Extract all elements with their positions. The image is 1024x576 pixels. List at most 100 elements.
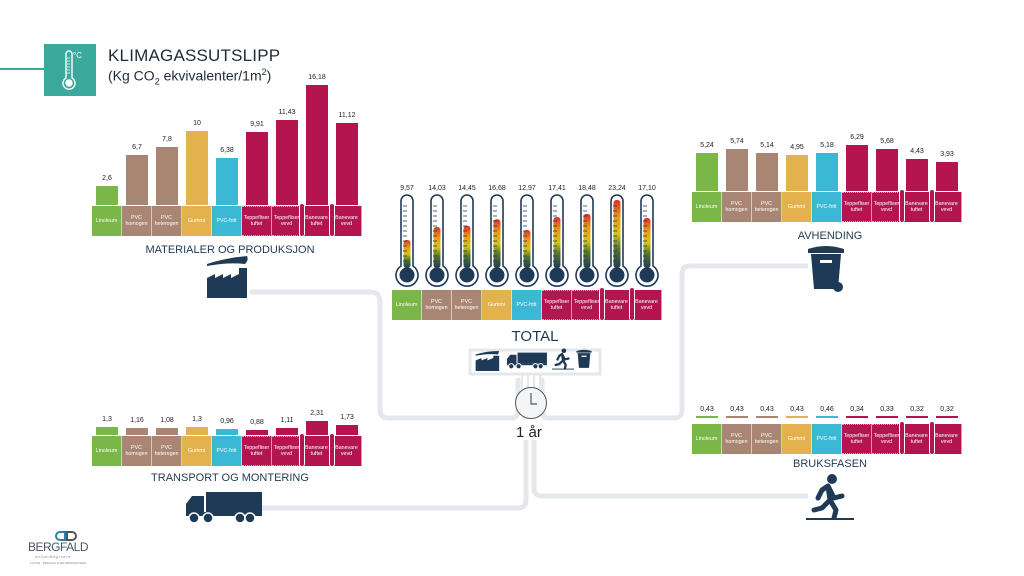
company-logo-name: BERGFALD <box>28 540 89 554</box>
bar-2 <box>756 416 778 418</box>
value-label-3: 1,3 <box>192 416 202 424</box>
category-label-text: Gummi <box>487 301 506 308</box>
factory-icon <box>205 256 251 303</box>
value-label-0: 2,6 <box>102 174 112 182</box>
value-label-8: 11,12 <box>338 111 356 119</box>
value-label-1: 0,43 <box>730 406 744 413</box>
value-label-3: 10 <box>193 119 201 127</box>
thermometer-2 <box>455 194 479 287</box>
company-logo-small-print: FLOOR - BERGFALD MILJØRÅDGIVERE <box>30 561 87 565</box>
bar-5 <box>846 416 868 418</box>
value-label-8: 1,73 <box>340 413 354 421</box>
category-label-3: Gummi <box>782 192 812 222</box>
bar-5 <box>246 131 268 205</box>
bar-0 <box>696 152 718 191</box>
bar-3 <box>786 416 808 418</box>
value-label-5: 6,29 <box>850 134 864 141</box>
total-running-person-icon <box>552 348 574 375</box>
thermometer-fill <box>433 226 441 268</box>
category-label-text: Gummi <box>187 447 206 454</box>
connector-use <box>531 440 808 499</box>
carpet-roll-icon <box>629 287 635 321</box>
category-label-text: Gummi <box>187 217 206 224</box>
category-label-text: Linoleum <box>695 203 718 210</box>
section-title-use: BRUKSFASEN <box>793 458 867 470</box>
total-waste-bin-icon <box>576 348 592 375</box>
bergfald-logo-icon <box>54 528 77 546</box>
total-factory-icon <box>474 351 502 376</box>
connector-transport <box>232 440 529 511</box>
bar-7 <box>306 421 328 435</box>
value-label-6: 11,43 <box>278 109 296 117</box>
category-label-3: Gummi <box>782 424 812 454</box>
value-label-1: 1,16 <box>130 416 144 424</box>
category-label-text: Linoleum <box>695 435 718 442</box>
value-label-6: 5,68 <box>880 138 894 146</box>
bar-0 <box>96 185 118 205</box>
waste-bin-icon <box>807 243 845 298</box>
thermometer-3 <box>485 194 509 287</box>
carpet-roll-icon <box>899 421 905 455</box>
value-label-0: 1,3 <box>102 416 112 424</box>
total-value-label-4: 12,97 <box>518 185 536 192</box>
thermometer-fill <box>553 217 561 268</box>
section-title-disposal: AVHENDING <box>797 230 863 242</box>
value-label-4: 0,46 <box>820 406 834 413</box>
category-label-text: Linoleum <box>95 217 118 224</box>
bar-8 <box>936 162 958 191</box>
bar-6 <box>276 120 298 205</box>
category-label-text: PVC-fritt <box>516 301 537 308</box>
carpet-roll-icon <box>929 189 935 223</box>
thermometer-1 <box>425 194 449 287</box>
bar-7 <box>906 416 928 418</box>
value-label-2: 7,8 <box>162 136 172 144</box>
value-label-7: 4,43 <box>910 147 924 155</box>
category-label-text: PVC-fritt <box>816 435 837 442</box>
value-label-8: 3,93 <box>940 151 954 159</box>
thermometer-fill <box>643 217 651 268</box>
category-label-3: Gummi <box>182 436 212 466</box>
bar-5 <box>846 145 868 191</box>
thermometer-0 <box>395 194 419 287</box>
bar-0 <box>96 427 118 435</box>
bar-4 <box>816 416 838 418</box>
bar-0 <box>696 416 718 418</box>
total-value-label-2: 14,45 <box>458 185 476 192</box>
total-value-label-5: 17,41 <box>548 185 566 192</box>
bar-4 <box>216 429 238 435</box>
timeline-label: 1 år <box>516 424 542 441</box>
category-label-4: PVC-fritt <box>212 206 242 236</box>
category-label-text: Gummi <box>787 203 806 210</box>
connector-materials <box>250 289 521 421</box>
bar-5 <box>246 429 268 435</box>
category-label-4: PVC-fritt <box>512 290 542 320</box>
